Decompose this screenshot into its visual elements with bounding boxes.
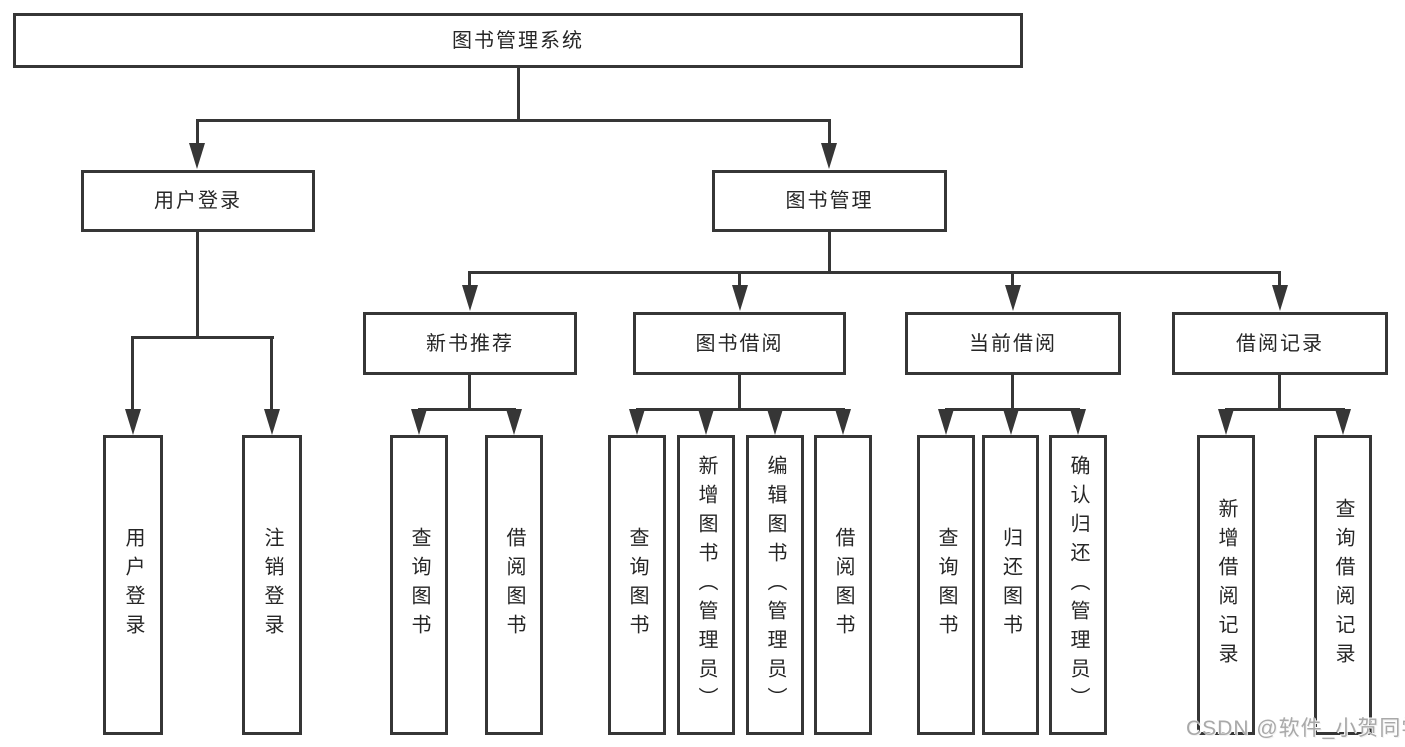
arrowhead-down-icon (938, 409, 954, 435)
node-label: 借阅图书 (503, 527, 525, 643)
leaf-user-login: 用户登录 (103, 435, 163, 735)
connector-line (636, 408, 845, 411)
leaf-add-books-admin: 新增图书（管理员） (677, 435, 735, 735)
node-label: 归还图书 (999, 527, 1022, 643)
arrowhead-down-icon (732, 285, 748, 311)
connector-line (1278, 271, 1281, 289)
connector-line (517, 68, 520, 119)
node-label: 注销登录 (261, 527, 283, 643)
connector-line (1011, 271, 1014, 289)
node-book-management: 图书管理 (712, 170, 947, 232)
arrowhead-down-icon (1335, 409, 1351, 435)
leaf-edit-books-admin: 编辑图书（管理员） (746, 435, 804, 735)
leaf-return-books: 归还图书 (982, 435, 1039, 735)
node-label: 查询图书 (935, 527, 957, 643)
arrowhead-down-icon (1005, 285, 1021, 311)
connector-line (132, 336, 274, 339)
node-new-book-recommend: 新书推荐 (363, 312, 577, 375)
arrowhead-down-icon (1218, 409, 1234, 435)
arrowhead-down-icon (698, 409, 714, 435)
leaf-borrow-books-recommend: 借阅图书 (485, 435, 543, 735)
connector-line (828, 119, 831, 147)
leaf-query-books-recommend: 查询图书 (390, 435, 448, 735)
connector-line (270, 336, 273, 412)
leaf-query-books-current: 查询图书 (917, 435, 975, 735)
arrowhead-down-icon (411, 409, 427, 435)
arrowhead-down-icon (767, 409, 783, 435)
node-label: 用户登录 (122, 527, 144, 643)
arrowhead-down-icon (629, 409, 645, 435)
node-user-login: 用户登录 (81, 170, 315, 232)
node-label: 查询图书 (626, 527, 648, 643)
connector-line (469, 271, 1281, 274)
arrowhead-down-icon (1070, 409, 1086, 435)
node-label: 查询借阅记录 (1332, 498, 1354, 672)
leaf-query-borrow-record: 查询借阅记录 (1314, 435, 1372, 735)
node-label: 编辑图书（管理员） (764, 454, 786, 716)
node-label: 确认归还（管理员） (1067, 454, 1089, 716)
leaf-confirm-return-admin: 确认归还（管理员） (1049, 435, 1107, 735)
node-borrowing-records: 借阅记录 (1172, 312, 1388, 375)
connector-line (468, 375, 471, 408)
node-label: 当前借阅 (969, 332, 1057, 355)
node-label: 查询图书 (408, 527, 430, 643)
node-label: 图书管理系统 (452, 29, 584, 52)
watermark: CSDN @软件_小贺同学 (1186, 717, 1405, 740)
connector-line (196, 119, 199, 147)
connector-line (418, 408, 516, 411)
arrowhead-down-icon (1003, 409, 1019, 435)
node-current-borrowing: 当前借阅 (905, 312, 1121, 375)
connector-line (738, 271, 741, 289)
arrowhead-down-icon (506, 409, 522, 435)
node-label: 新书推荐 (426, 332, 514, 355)
connector-line (468, 271, 471, 289)
arrowhead-down-icon (125, 409, 141, 435)
leaf-add-borrow-record: 新增借阅记录 (1197, 435, 1255, 735)
connector-line (1225, 408, 1345, 411)
arrowhead-down-icon (189, 143, 205, 169)
connector-line (738, 375, 741, 408)
node-label: 用户登录 (154, 190, 242, 212)
connector-line (1278, 375, 1281, 408)
node-label: 新增借阅记录 (1215, 498, 1237, 672)
arrowhead-down-icon (462, 285, 478, 311)
leaf-logout-login: 注销登录 (242, 435, 302, 735)
node-label: 图书借阅 (695, 332, 784, 355)
node-label: 借阅图书 (832, 527, 854, 643)
connector-line (828, 232, 831, 271)
arrowhead-down-icon (835, 409, 851, 435)
connector-line (196, 232, 199, 336)
arrowhead-down-icon (1272, 285, 1288, 311)
leaf-query-books-borrowing: 查询图书 (608, 435, 666, 735)
arrowhead-down-icon (264, 409, 280, 435)
node-root: 图书管理系统 (13, 13, 1023, 68)
connector-line (197, 119, 831, 122)
node-label: 借阅记录 (1236, 332, 1324, 355)
node-label: 新增图书（管理员） (695, 454, 717, 716)
arrowhead-down-icon (821, 143, 837, 169)
node-label: 图书管理 (785, 190, 874, 212)
connector-line (131, 336, 134, 412)
connector-line (1011, 375, 1014, 408)
leaf-borrow-books-borrowing: 借阅图书 (814, 435, 872, 735)
node-book-borrowing: 图书借阅 (633, 312, 846, 375)
